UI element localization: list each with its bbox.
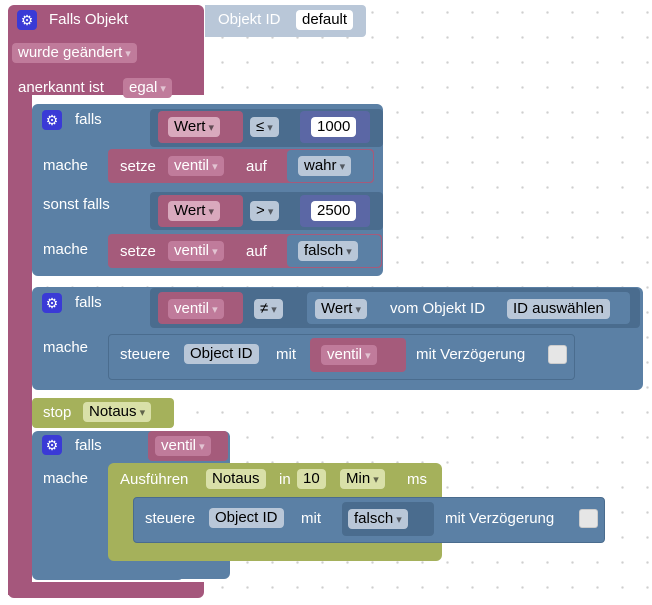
if2-control-with: mit	[276, 346, 296, 363]
trigger-gear-icon[interactable]: ⚙	[17, 10, 37, 30]
if2-object-select[interactable]: ID auswählen	[507, 299, 610, 319]
run-ms-label: ms	[407, 471, 427, 488]
changed-dropdown[interactable]: wurde geändert	[12, 43, 137, 63]
stop-dropdown[interactable]: Notaus	[83, 402, 152, 422]
if2-delay-checkbox[interactable]	[548, 345, 567, 364]
if-block-3-bottom	[32, 566, 184, 580]
if3-control-object[interactable]: Object ID	[209, 508, 284, 528]
if1-compare1-left[interactable]: Wert	[168, 117, 220, 137]
if3-condition[interactable]: ventil	[155, 436, 211, 456]
if2-gear-icon[interactable]: ⚙	[42, 293, 62, 313]
if2-control-delay: mit Verzögerung	[416, 346, 526, 363]
if2-control-label: steuere	[120, 346, 171, 363]
stop-label: stop	[43, 404, 72, 421]
if3-control-delay: mit Verzögerung	[445, 510, 555, 527]
if3-do-label: mache	[43, 470, 89, 487]
if2-of-object-label: vom Objekt ID	[390, 300, 486, 317]
run-name[interactable]: Notaus	[206, 469, 266, 489]
if1-gear-icon[interactable]: ⚙	[42, 110, 62, 130]
if1-set2-to: auf	[246, 243, 267, 260]
if1-set1-to: auf	[246, 158, 267, 175]
if1-compare1-op[interactable]: ≤	[250, 117, 279, 137]
if1-set2-value[interactable]: falsch	[298, 241, 358, 261]
if3-control-with: mit	[301, 510, 321, 527]
if2-do-label: mache	[43, 339, 89, 356]
if1-do2-label: mache	[43, 241, 89, 258]
if1-set2-set: setze	[120, 243, 156, 260]
if1-compare2-op[interactable]: >	[250, 201, 280, 221]
if2-if-label: falls	[75, 294, 102, 311]
if2-compare-left[interactable]: ventil	[168, 299, 224, 319]
trigger-block-spine	[8, 90, 32, 595]
if1-elseif-label: sonst falls	[43, 196, 110, 213]
if2-control-value[interactable]: ventil	[321, 345, 377, 365]
if2-compare-op[interactable]: ≠	[254, 299, 283, 319]
trigger-block-bottom	[8, 582, 204, 598]
if2-control-object[interactable]: Object ID	[184, 344, 259, 364]
if3-if-label: falls	[75, 437, 102, 454]
ack-dropdown[interactable]: egal	[123, 78, 172, 98]
if1-do-label: mache	[43, 157, 89, 174]
if3-control-label: steuere	[145, 510, 196, 527]
if1-set1-value[interactable]: wahr	[298, 156, 352, 176]
trigger-header: Falls Objekt	[49, 11, 129, 28]
run-amount[interactable]: 10	[297, 469, 326, 489]
if3-delay-checkbox[interactable]	[579, 509, 598, 528]
if1-if-label: falls	[75, 111, 102, 128]
if1-compare2-left[interactable]: Wert	[168, 201, 220, 221]
if1-compare2-right[interactable]: 2500	[311, 201, 357, 221]
run-unit-dropdown[interactable]: Min	[340, 469, 385, 489]
if1-set1-set: setze	[120, 158, 156, 175]
run-label: Ausführen	[120, 471, 189, 488]
if2-compare-right-dropdown[interactable]: Wert	[315, 299, 367, 319]
run-in-label: in	[279, 471, 291, 488]
if1-set1-var[interactable]: ventil	[168, 156, 224, 176]
if1-set2-var[interactable]: ventil	[168, 241, 224, 261]
if3-control-value[interactable]: falsch	[348, 509, 408, 529]
object-id-label: Objekt ID	[218, 11, 281, 28]
object-id-value[interactable]: default	[296, 10, 354, 30]
if3-gear-icon[interactable]: ⚙	[42, 435, 62, 455]
if1-compare1-right[interactable]: 1000	[311, 117, 357, 137]
ack-label: anerkannt ist	[18, 79, 104, 96]
